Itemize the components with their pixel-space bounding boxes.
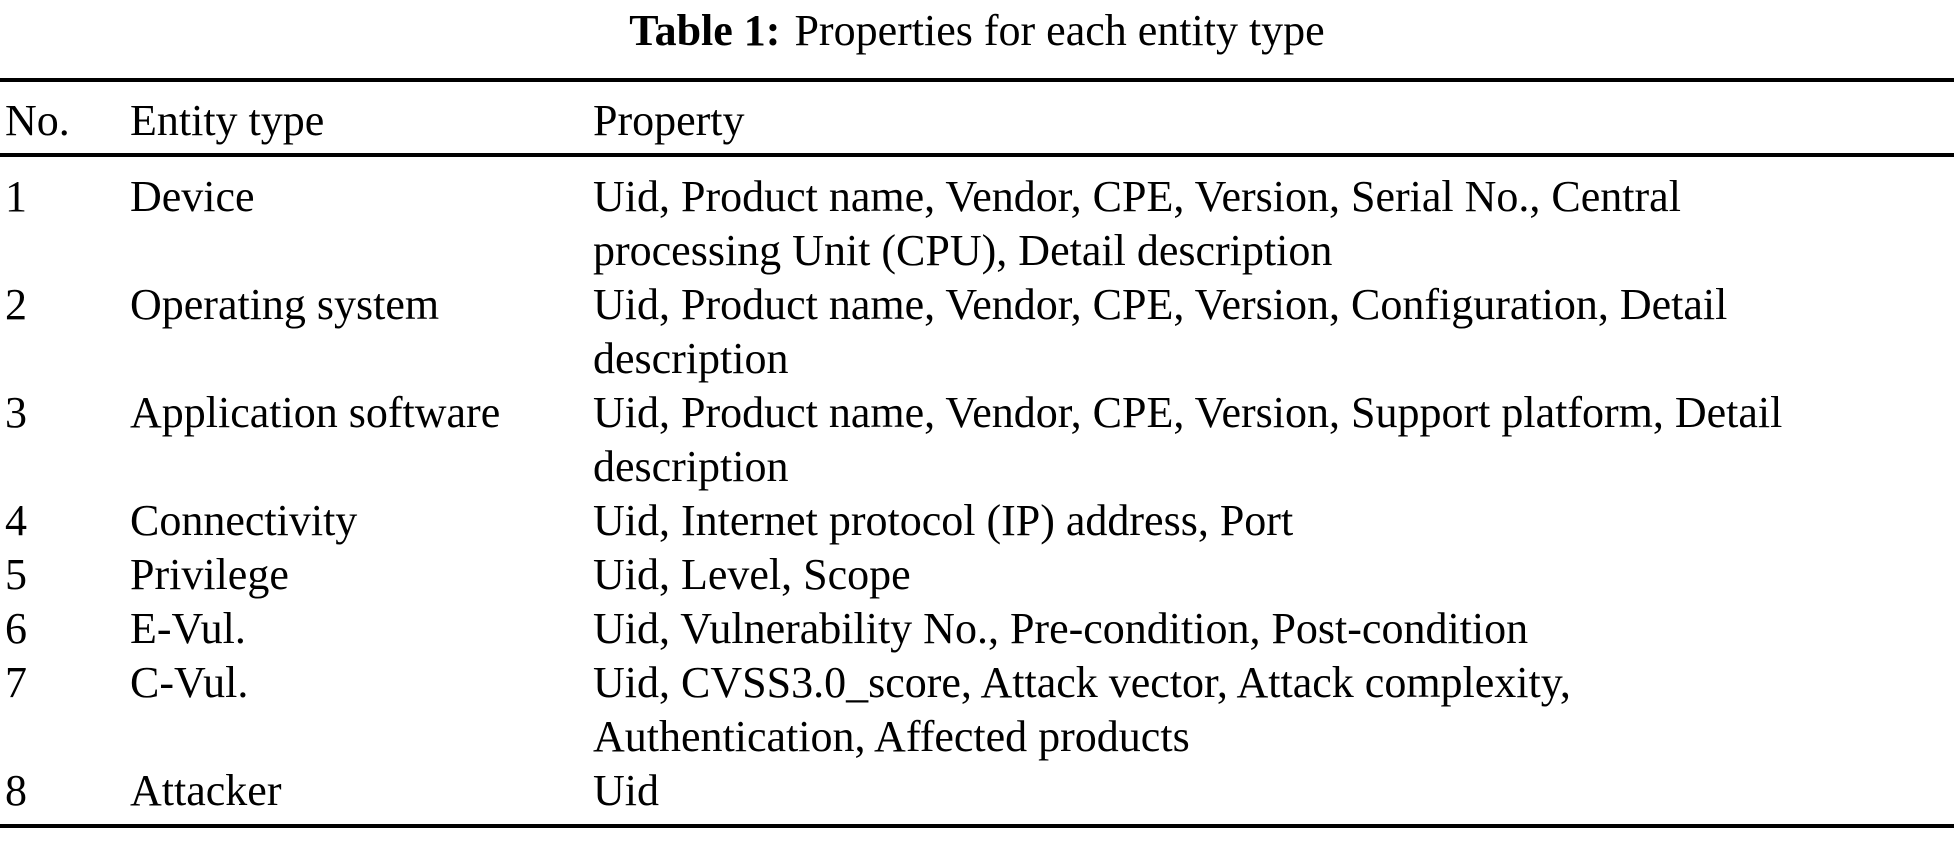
row-no: 4 <box>5 496 27 545</box>
row-entity-type: Connectivity <box>130 496 358 545</box>
header-no: No. <box>5 96 70 145</box>
row-property: Uid, Product name, Vendor, CPE, Version,… <box>593 388 1783 491</box>
table-row: 2 Operating system Uid, Product name, Ve… <box>0 278 1954 386</box>
table-row: 8 Attacker Uid <box>0 764 1954 818</box>
row-property: Uid, Level, Scope <box>593 550 911 599</box>
row-entity-type: C-Vul. <box>130 658 249 707</box>
row-no: 8 <box>5 766 27 815</box>
table-row: 6 E-Vul. Uid, Vulnerability No., Pre-con… <box>0 602 1954 656</box>
table-body: 1 Device Uid, Product name, Vendor, CPE,… <box>0 157 1954 818</box>
table-row: 4 Connectivity Uid, Internet protocol (I… <box>0 494 1954 548</box>
row-entity-type: Privilege <box>130 550 289 599</box>
table-mid-rule <box>0 153 1954 157</box>
row-no: 5 <box>5 550 27 599</box>
row-entity-type: E-Vul. <box>130 604 246 653</box>
row-entity-type: Operating system <box>130 280 440 329</box>
row-entity-type: Device <box>130 172 255 221</box>
row-property: Uid, Vulnerability No., Pre-condition, P… <box>593 604 1529 653</box>
table-top-rule <box>0 78 1954 82</box>
table-row: 1 Device Uid, Product name, Vendor, CPE,… <box>0 170 1954 278</box>
row-property: Uid, Product name, Vendor, CPE, Version,… <box>593 280 1728 383</box>
row-entity-type: Application software <box>130 388 501 437</box>
row-property: Uid <box>593 766 659 815</box>
table-caption-label: Table 1: <box>629 6 781 55</box>
table-row: 7 C-Vul. Uid, CVSS3.0_score, Attack vect… <box>0 656 1954 764</box>
table-caption: Table 1: Properties for each entity type <box>0 0 1954 78</box>
row-property: Uid, Product name, Vendor, CPE, Version,… <box>593 172 1681 275</box>
row-no: 3 <box>5 388 27 437</box>
table-header-row: No. Entity type Property <box>0 82 1954 153</box>
header-entity-type: Entity type <box>130 96 325 145</box>
row-entity-type: Attacker <box>130 766 282 815</box>
header-property: Property <box>593 96 745 145</box>
row-no: 7 <box>5 658 27 707</box>
row-property: Uid, CVSS3.0_score, Attack vector, Attac… <box>593 658 1571 761</box>
table-caption-text: Properties for each entity type <box>794 6 1325 55</box>
row-property: Uid, Internet protocol (IP) address, Por… <box>593 496 1294 545</box>
table-row: 3 Application software Uid, Product name… <box>0 386 1954 494</box>
table-bottom-rule <box>0 824 1954 828</box>
row-no: 1 <box>5 172 27 221</box>
table-row: 5 Privilege Uid, Level, Scope <box>0 548 1954 602</box>
row-no: 6 <box>5 604 27 653</box>
row-no: 2 <box>5 280 27 329</box>
